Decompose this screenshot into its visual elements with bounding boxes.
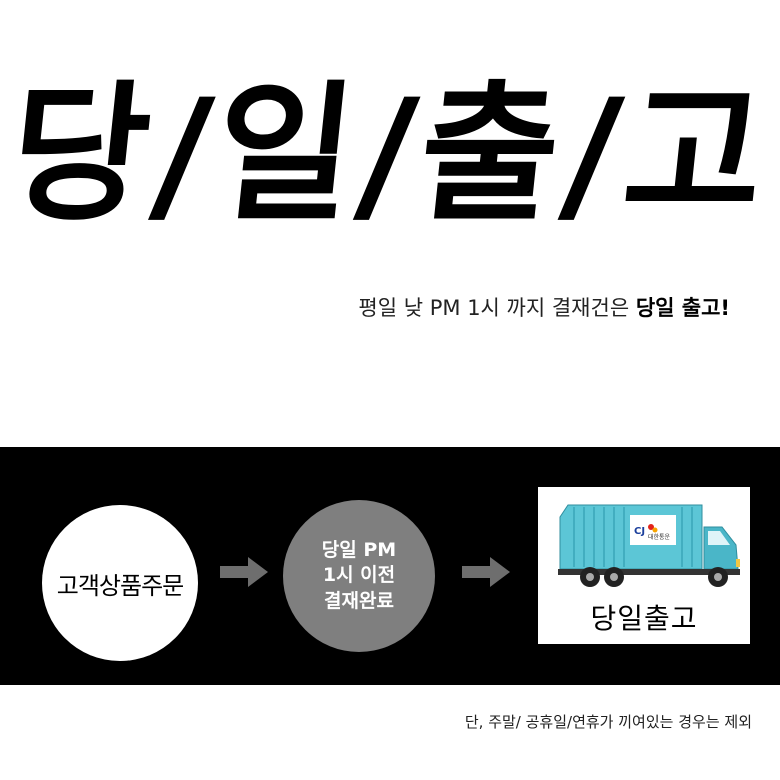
step-order-label: 고객상품주문 xyxy=(56,571,184,600)
truck-company: 대한통운 xyxy=(648,533,671,541)
step-payment-line: 결재완료 xyxy=(324,589,394,612)
truck-wheels xyxy=(580,567,728,587)
subline-text: 평일 낮 PM 1시 까지 결재건은 xyxy=(358,296,636,320)
headline: 당/일/출/고 xyxy=(1,68,779,242)
arrow-right-icon xyxy=(220,557,268,587)
step-shipping-label: 당일출고 xyxy=(590,602,698,635)
step-payment-line: 당일 PM xyxy=(321,538,397,561)
delivery-truck-icon: CJ 대한통운 xyxy=(558,504,740,587)
subline-emphasis: 당일 출고! xyxy=(635,296,730,320)
subline: 평일 낮 PM 1시 까지 결재건은 당일 출고! xyxy=(358,292,730,322)
shipping-card: CJ 대한통운 당일출고 xyxy=(538,487,750,644)
step-payment-line: 1시 이전 xyxy=(322,564,396,587)
footnote: 단, 주말/ 공휴일/연휴가 끼여있는 경우는 제외 xyxy=(464,713,752,731)
step-order-circle: 고객상품주문 xyxy=(42,505,198,661)
arrow-right-icon xyxy=(462,557,510,587)
truck-brand: CJ xyxy=(634,526,645,537)
step-payment-circle: 당일 PM 1시 이전 결재완료 xyxy=(283,500,435,652)
